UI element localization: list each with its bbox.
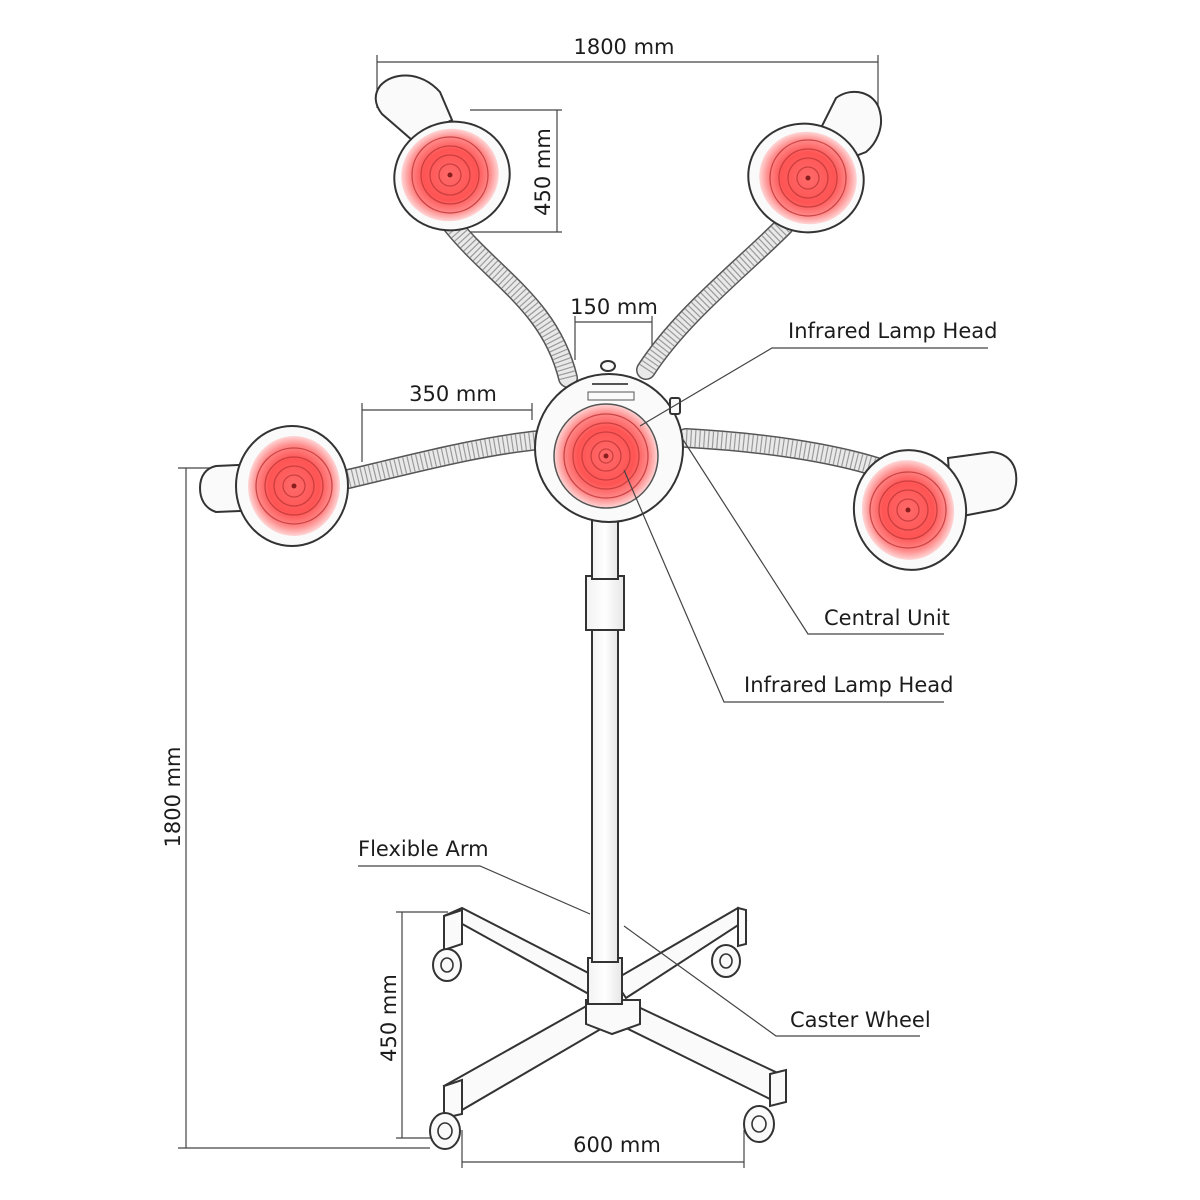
caster-wheel-back-left <box>432 948 462 982</box>
dimension-base-width-label: 600 mm <box>573 1133 661 1157</box>
dimension-base-height: 450 mm <box>377 911 448 1139</box>
flexible-arm-right <box>676 428 890 478</box>
dimension-total-height: 1800 mm <box>161 467 430 1149</box>
pole <box>585 504 625 1005</box>
flexible-arm-left <box>334 430 550 490</box>
label-infrared-lamp-head-center: Infrared Lamp Head <box>744 673 953 697</box>
base <box>442 906 787 1120</box>
lamp-head-top-right <box>747 90 882 234</box>
callout-central-unit: Central Unit <box>681 437 950 635</box>
dimension-arm-reach-label: 350 mm <box>409 382 497 406</box>
lamp-head-top-left <box>374 74 511 232</box>
label-infrared-lamp-head-top: Infrared Lamp Head <box>788 319 997 343</box>
flexible-arm-top-right <box>636 216 794 380</box>
dimension-arm-reach: 350 mm <box>361 382 533 462</box>
dimension-head-height: 450 mm <box>470 109 562 233</box>
label-central-unit: Central Unit <box>824 606 950 630</box>
callout-flexible-arm: Flexible Arm <box>358 837 591 915</box>
dimension-top-width-label: 1800 mm <box>573 35 674 59</box>
label-caster-wheel: Caster Wheel <box>790 1008 931 1032</box>
label-flexible-arm: Flexible Arm <box>358 837 489 861</box>
callout-lamp-head-top: Infrared Lamp Head <box>639 319 997 427</box>
flexible-arm-top-left <box>442 215 578 388</box>
lamp-head-right <box>852 449 1018 571</box>
dimension-head-spacing-label: 150 mm <box>570 295 658 319</box>
caster-wheel-front-left <box>429 1112 461 1150</box>
dimension-base-height-label: 450 mm <box>377 974 401 1062</box>
caster-wheel-back-right <box>711 944 741 978</box>
central-unit <box>534 360 684 523</box>
dimension-top-width: 1800 mm <box>376 35 879 118</box>
dimension-base-width: 600 mm <box>461 1130 745 1168</box>
caster-wheel-front-right <box>743 1105 775 1143</box>
dimension-head-spacing: 150 mm <box>570 295 658 360</box>
lamp-head-left <box>198 425 349 547</box>
callout-lamp-head-center: Infrared Lamp Head <box>623 469 953 703</box>
callout-caster-wheel: Caster Wheel <box>623 925 931 1037</box>
dimension-head-height-label: 450 mm <box>531 128 555 216</box>
dimension-total-height-label: 1800 mm <box>161 746 185 847</box>
